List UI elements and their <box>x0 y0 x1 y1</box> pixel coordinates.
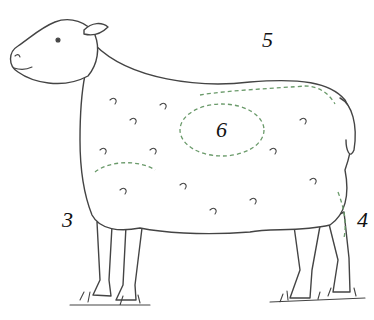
cut-region-outline <box>338 192 345 238</box>
callout-number: 6 <box>216 118 227 142</box>
cut-region-outline <box>95 163 155 172</box>
sheep-body <box>80 45 353 234</box>
wool-curls <box>100 98 316 214</box>
hind-leg <box>290 226 320 298</box>
tail <box>340 98 355 154</box>
nostril <box>15 55 20 57</box>
ear <box>84 24 108 35</box>
eye <box>56 38 60 42</box>
callout-number: 5 <box>262 28 273 52</box>
cut-region-outline <box>200 86 335 104</box>
grass <box>70 288 365 305</box>
front-leg <box>93 222 112 296</box>
callout-number: 4 <box>357 208 368 232</box>
mouth <box>14 67 32 69</box>
front-leg <box>116 226 142 300</box>
cut-region-outline <box>180 104 264 156</box>
callout-number: 3 <box>62 208 73 232</box>
